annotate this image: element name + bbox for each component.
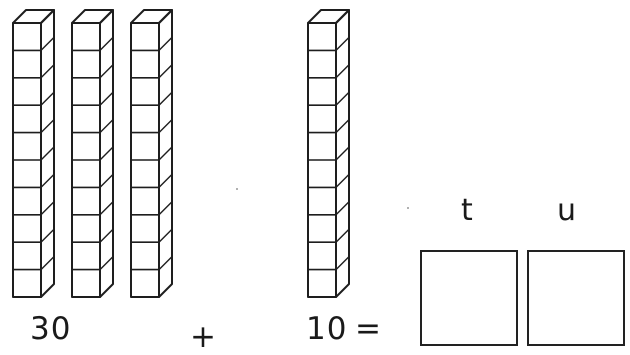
units-column-header: u [557,193,577,228]
units-answer-box[interactable] [527,250,625,346]
unit-cube-side-edge [158,119,173,134]
unit-cube-side-edge [99,36,114,51]
unit-cube-side-edge [335,173,350,188]
unit-cube-side-edge [99,91,114,106]
unit-cube-side-edge [158,201,173,216]
unit-cube-side-edge [40,256,55,271]
unit-cube-side-edge [40,119,55,134]
unit-cube-side-edge [99,228,114,243]
unit-cube-side-edge [40,64,55,79]
tens-column-header: t [461,193,473,228]
unit-cube-side-edge [158,36,173,51]
unit-cube-side-edge [40,201,55,216]
unit-cube-side-edge [158,228,173,243]
plus-sign: + [190,319,217,355]
unit-cube-side-edge [40,146,55,161]
unit-cube-side-edge [335,256,350,271]
scan-speck [407,207,409,209]
first-addend-label: 30 [30,311,72,347]
unit-cube-side-edge [335,91,350,106]
unit-cube-side-edge [158,146,173,161]
ten-rod [71,9,114,298]
unit-cube-side-edge [335,146,350,161]
unit-cube-side-edge [335,64,350,79]
unit-cube-side-edge [335,228,350,243]
unit-cube-side-edge [40,173,55,188]
unit-cube-side-edge [99,173,114,188]
unit-cube-side-edge [40,228,55,243]
unit-cube-side-edge [158,256,173,271]
ten-rod [130,9,173,298]
unit-cube-side-edge [99,64,114,79]
unit-cube-side-edge [99,256,114,271]
unit-cube-side-edge [335,36,350,51]
tens-answer-box[interactable] [420,250,518,346]
unit-cube-side-edge [335,119,350,134]
unit-cube-side-edge [335,201,350,216]
unit-cube-side-edge [99,146,114,161]
unit-cube-side-edge [99,201,114,216]
second-addend-label: 10 [306,311,348,347]
unit-cube-side-edge [158,173,173,188]
ten-rod [307,9,350,298]
equals-sign: = [355,311,382,347]
unit-cube-side-edge [158,91,173,106]
ten-rod [12,9,55,298]
scan-speck [236,188,238,190]
unit-cube-side-edge [158,64,173,79]
unit-cube-side-edge [40,36,55,51]
unit-cube-side-edge [99,119,114,134]
unit-cube-side-edge [40,91,55,106]
